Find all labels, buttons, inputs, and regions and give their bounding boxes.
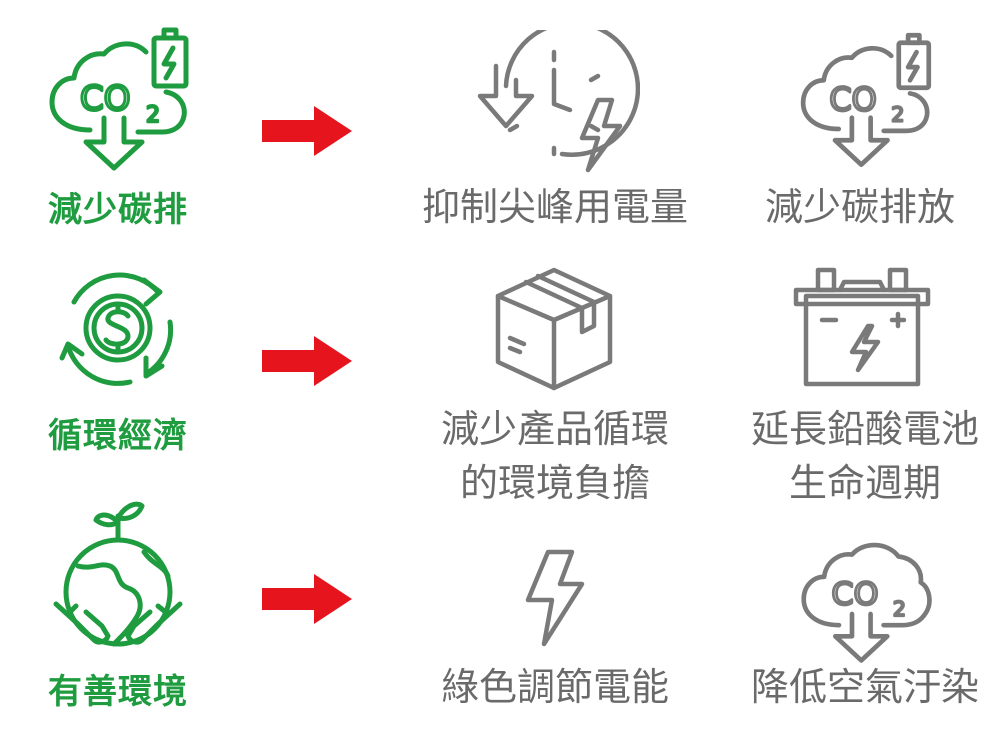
result-line: 抑制尖峰用電量 [421,185,688,229]
result-line: 綠色調節電能 [440,665,669,709]
category-label: 有善環境 [48,672,188,712]
lightning-icon [525,549,585,647]
dollar-recycle-icon [59,272,174,386]
result-line: 降低空氣汙染 [750,665,979,709]
arrow-right-icon [262,574,352,624]
result-line: 減少碳排放 [764,185,955,229]
svg-text:2: 2 [891,103,904,127]
clock-lightning-icon [477,30,640,173]
svg-text:2: 2 [893,597,906,621]
result-line: 延長鉛酸電池 [750,407,979,451]
co2-cloud-battery-icon: CO 2 [800,32,932,167]
svg-text:CO: CO [832,577,879,613]
svg-text:CO: CO [80,79,131,119]
svg-text:CO: CO [829,80,876,118]
car-battery-icon [793,267,931,387]
co2-cloud-battery-icon: CO 2 [49,27,189,171]
globe-hands-sprout-icon [53,501,183,647]
result-line: 減少產品循環 [440,407,669,451]
result-line: 生命週期 [788,461,941,505]
arrow-right-icon [262,106,352,156]
result-line: 的環境負擔 [459,461,650,505]
category-label: 循環經濟 [48,416,188,456]
box-icon [495,267,613,391]
result-label: 延長鉛酸電池 生命週期 [730,402,1000,510]
co2-cloud-icon: CO 2 [801,542,932,663]
result-label: 抑制尖峰用電量 [400,180,710,234]
category-label: 減少碳排 [48,190,188,230]
arrow-right-icon [262,336,352,386]
result-label: 綠色調節電能 [400,660,710,714]
svg-text:2: 2 [146,103,160,128]
result-label: 減少產品循環 的環境負擔 [400,402,710,510]
result-label: 降低空氣汙染 [730,660,1000,714]
result-label: 減少碳排放 [740,180,980,234]
